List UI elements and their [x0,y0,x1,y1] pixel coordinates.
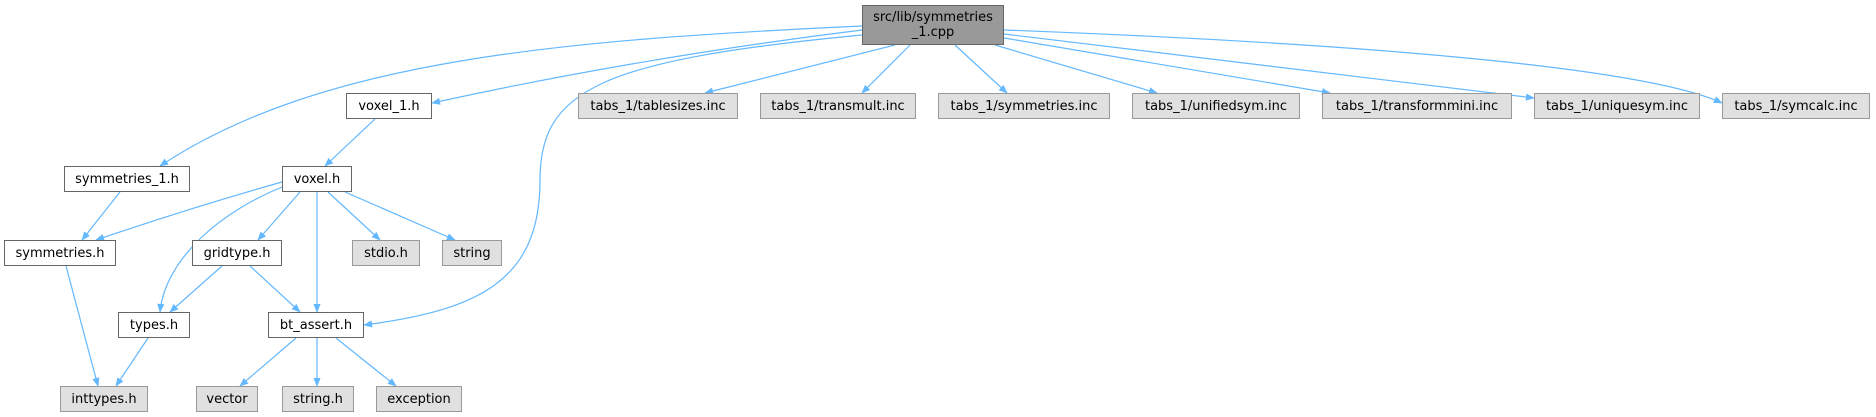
edge-root-voxel_1_h [431,29,863,105]
edge-root-bt_assert_h [363,34,863,328]
edge-types_h-inttypes_h [115,337,149,387]
node-bt-assert-h[interactable]: bt_assert.h [268,312,364,338]
node-gridtype-h[interactable]: gridtype.h [192,240,282,266]
edge-gridtype_h-bt_assert_h [249,265,301,313]
node-string: string [442,240,502,266]
edge-bt_assert_h-vector [239,337,297,387]
node-uniquesym-inc: tabs_1/uniquesym.inc [1534,93,1700,119]
node-unifiedsym-inc: tabs_1/unifiedsym.inc [1132,93,1300,119]
node-exception: exception [376,386,462,412]
edge-symmetries_1_h-symmetries_h [81,191,121,241]
node-inttypes-h: inttypes.h [60,386,148,412]
node-stdio-h: stdio.h [352,240,420,266]
node-root-source-file[interactable]: src/lib/symmetries _1.cpp [862,5,1004,45]
node-tablesizes-inc: tabs_1/tablesizes.inc [578,93,738,119]
edge-root-uniquesym [1003,33,1535,101]
node-transformmini-inc: tabs_1/transformmini.inc [1322,93,1512,119]
edge-root-symmetries_1_h [159,25,863,167]
edge-voxel_h-string [344,191,456,241]
node-string-h: string.h [282,386,354,412]
edge-root-symmetries_inc [954,44,1008,94]
edge-voxel_h-symmetries_h [95,181,283,241]
edge-root-symcalc [1003,29,1723,104]
edge-voxel_h-types_h [157,183,291,313]
edge-gridtype_h-types_h [169,265,223,313]
node-vector: vector [196,386,258,412]
edge-symmetries_h-inttypes_h [65,265,100,387]
edge-voxel_1_h-voxel_h [324,118,376,167]
node-types-h[interactable]: types.h [118,312,190,338]
edge-bt_assert_h-exception [335,337,397,387]
node-symmetries-1-h[interactable]: symmetries_1.h [64,166,190,192]
edge-root-unifiedsym [994,44,1158,95]
edge-voxel_h-gridtype_h [257,191,301,241]
node-symcalc-inc: tabs_1/symcalc.inc [1722,93,1870,119]
edge-root-transmult [861,44,911,94]
edge-voxel_h-stdio_h [327,191,381,241]
edge-root-tablesizes [704,44,896,95]
node-voxel-h[interactable]: voxel.h [282,166,352,192]
edge-root-transformmini [1003,37,1331,96]
node-voxel-1-h[interactable]: voxel_1.h [346,93,432,119]
node-transmult-inc: tabs_1/transmult.inc [760,93,916,119]
node-symmetries-h[interactable]: symmetries.h [4,240,116,266]
node-symmetries-inc: tabs_1/symmetries.inc [938,93,1110,119]
